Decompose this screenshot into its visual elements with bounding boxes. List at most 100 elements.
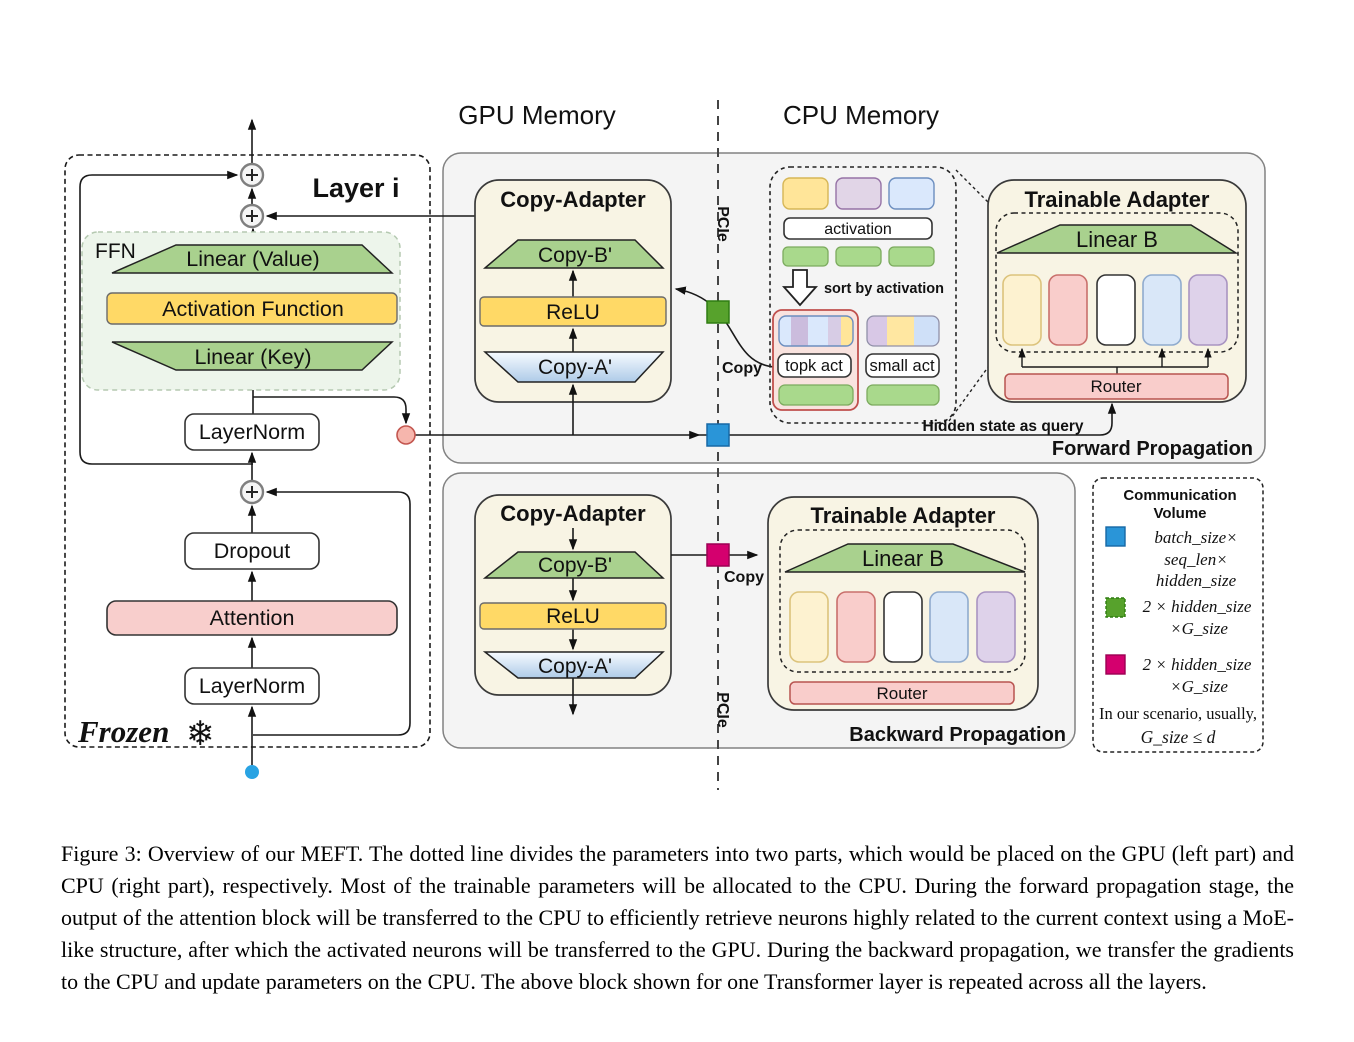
blue-transfer-square bbox=[706, 423, 730, 447]
forward-router-label: Router bbox=[1090, 377, 1141, 396]
forward-trainable-adapter-title: Trainable Adapter bbox=[1024, 187, 1209, 212]
legend-blue-line3: hidden_size bbox=[1156, 571, 1237, 590]
forward-linear-b-shape bbox=[996, 224, 1239, 254]
sort-by-activation-group: activation sort by activation topk act s… bbox=[769, 166, 957, 424]
forward-trainable-adapter: Trainable Adapter Linear B Router bbox=[987, 179, 1247, 403]
legend-title-line1: Communication bbox=[1123, 487, 1236, 504]
forward-copy-b-label: Copy-B' bbox=[538, 244, 612, 267]
neuron-chip-yellow bbox=[782, 177, 829, 210]
backward-copy-adapter-title: Copy-Adapter bbox=[500, 501, 646, 526]
legend-green-square bbox=[1105, 597, 1126, 618]
dropout-box bbox=[184, 532, 320, 570]
backward-router-label: Router bbox=[876, 684, 927, 703]
activation-bar-green bbox=[835, 246, 882, 267]
neuron-yellow bbox=[1002, 274, 1042, 346]
backward-copy-b-label: Copy-B' bbox=[538, 554, 612, 577]
topk-act-label: topk act bbox=[785, 357, 843, 375]
forward-propagation-label: Forward Propagation bbox=[1052, 438, 1253, 460]
hidden-state-branch-line bbox=[253, 396, 411, 425]
forward-adapter-inner-border bbox=[995, 212, 1239, 353]
neuron-chip-blue bbox=[888, 177, 935, 210]
figure-caption: Figure 3: Overview of our MEFT. The dott… bbox=[61, 841, 1294, 994]
neuron-purple bbox=[976, 591, 1016, 663]
sort-group-border bbox=[769, 166, 957, 424]
attention-label: Attention bbox=[210, 606, 295, 630]
backward-copy-b-shape bbox=[482, 551, 665, 579]
ffn-label: FFN bbox=[95, 240, 136, 263]
small-sorted-bar bbox=[867, 316, 939, 346]
layer-i-title: Layer i bbox=[312, 173, 399, 203]
backward-propagation-label: Backward Propagation bbox=[849, 724, 1066, 746]
small-act-box bbox=[865, 353, 940, 378]
meft-diagram: GPU Memory CPU Memory Layer i FFN Linea bbox=[64, 100, 1266, 790]
forward-relu-box bbox=[479, 296, 667, 327]
add-node bbox=[239, 479, 265, 505]
forward-copy-a-label: Copy-A' bbox=[538, 356, 612, 379]
pcie-label-top: PCIe bbox=[714, 206, 731, 242]
forward-router-box bbox=[1004, 373, 1229, 400]
backward-adapter-inner-border bbox=[779, 529, 1026, 673]
layernorm-lower-label: LayerNorm bbox=[199, 674, 305, 698]
neuron-chip-purple bbox=[835, 177, 882, 210]
communication-volume-legend: Communication Volume batch_size× seq_len… bbox=[1092, 477, 1264, 753]
ffn-residual-line bbox=[79, 170, 253, 465]
backward-linear-b-label: Linear B bbox=[862, 546, 944, 571]
forward-copy-a-shape bbox=[483, 351, 665, 383]
green-transfer-square bbox=[706, 300, 730, 324]
sort-by-activation-label: sort by activation bbox=[824, 281, 944, 297]
backward-copy-label: Copy bbox=[724, 569, 764, 586]
neuron-blue bbox=[1142, 274, 1182, 346]
dropout-label: Dropout bbox=[214, 539, 291, 563]
small-sorted-bar-border bbox=[866, 315, 940, 347]
neuron-blue bbox=[929, 591, 969, 663]
neuron-white bbox=[1096, 274, 1136, 346]
linear-value-label: Linear (Value) bbox=[186, 247, 319, 271]
activation-label: activation bbox=[824, 221, 892, 238]
pcie-label-bottom: PCIe bbox=[714, 692, 731, 728]
legend-magenta-line2: ×G_size bbox=[1170, 677, 1228, 696]
backward-router-box bbox=[789, 681, 1015, 705]
legend-blue-line2: seq_len× bbox=[1164, 550, 1227, 569]
neuron-pink bbox=[1048, 274, 1088, 346]
input-dot bbox=[245, 765, 259, 779]
neuron-white bbox=[883, 591, 923, 663]
backward-linear-b-shape bbox=[784, 543, 1026, 573]
forward-copy-adapter: Copy-Adapter Copy-B' ReLU Copy-A' bbox=[474, 179, 672, 435]
linear-key-shape bbox=[111, 341, 394, 371]
neuron-yellow bbox=[789, 591, 829, 663]
small-act-label: small act bbox=[869, 357, 935, 375]
topk-sorted-bar bbox=[779, 316, 853, 346]
add-node bbox=[239, 203, 265, 229]
backward-copy-a-shape bbox=[482, 651, 665, 679]
activation-function-label: Activation Function bbox=[162, 297, 344, 321]
forward-linear-b-label: Linear B bbox=[1076, 227, 1158, 252]
topk-sorted-bar-border bbox=[778, 315, 854, 347]
backward-trainable-adapter: Trainable Adapter Linear B Router bbox=[767, 496, 1039, 711]
legend-note-line1: In our scenario, usually, bbox=[1099, 704, 1257, 723]
legend-title-line2: Volume bbox=[1153, 505, 1206, 522]
legend-blue-line1: batch_size× bbox=[1154, 528, 1237, 547]
linear-key-label: Linear (Key) bbox=[194, 345, 311, 369]
legend-magenta-line1: 2 × hidden_size bbox=[1143, 655, 1252, 674]
legend-green-line2: ×G_size bbox=[1170, 619, 1228, 638]
forward-copy-adapter-title: Copy-Adapter bbox=[500, 187, 646, 212]
linear-value-shape bbox=[111, 244, 394, 274]
add-node bbox=[239, 162, 265, 188]
layer-i-block: Layer i FFN Linear (Value) Activation Fu… bbox=[64, 118, 574, 779]
legend-blue-square bbox=[1105, 526, 1126, 547]
topk-copy-line bbox=[674, 286, 775, 368]
layernorm-upper-box bbox=[184, 413, 320, 451]
layernorm-lower-box bbox=[184, 667, 320, 705]
forward-copy-label: Copy bbox=[722, 360, 762, 377]
sort-down-arrow-icon bbox=[781, 269, 819, 307]
backward-relu-label: ReLU bbox=[546, 605, 600, 628]
topk-green-bar bbox=[778, 384, 854, 406]
magenta-transfer-square bbox=[706, 543, 730, 567]
topk-act-box bbox=[777, 353, 852, 378]
gpu-memory-title: GPU Memory bbox=[458, 100, 615, 130]
forward-copy-b-shape bbox=[482, 239, 665, 269]
small-green-bar bbox=[866, 384, 940, 406]
callout-line-bottom bbox=[948, 351, 1000, 422]
forward-relu-label: ReLU bbox=[546, 301, 600, 324]
